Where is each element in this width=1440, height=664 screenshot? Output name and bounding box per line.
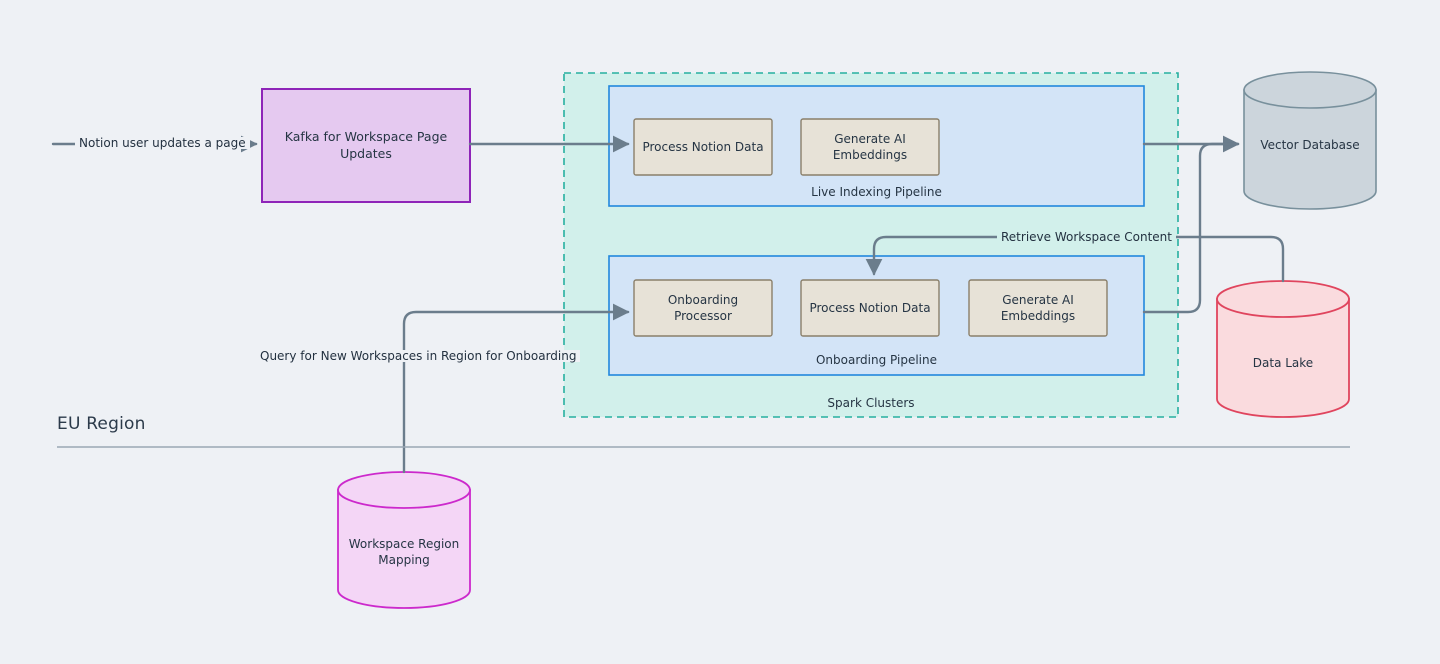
node-workspace-region-mapping-label: Workspace Region Mapping (348, 536, 460, 567)
group-onboarding-pipeline-label: Onboarding Pipeline (815, 352, 938, 367)
node-data-lake-label: Data Lake (1252, 355, 1314, 370)
group-spark-clusters-label: Spark Clusters (827, 395, 915, 410)
edge-label-query-new-workspaces: Query for New Workspaces in Region for O… (256, 350, 581, 362)
node-workspace-region-mapping[interactable] (337, 471, 471, 609)
edge-onboarding-pipeline-to-vector-db (1142, 142, 1240, 314)
node-onboarding-processor-label: Onboarding Processor (667, 292, 739, 323)
group-live-indexing-pipeline-label: Live Indexing Pipeline (811, 184, 942, 199)
node-live-process-notion-data[interactable] (633, 118, 773, 176)
edge-label-notion-user-updates: Notion user updates a page (75, 137, 250, 149)
edge-label-retrieve-workspace-content: Retrieve Workspace Content (997, 231, 1176, 243)
node-onboarding-generate-ai-embeddings[interactable] (968, 279, 1108, 337)
node-live-generate-ai-embeddings[interactable] (800, 118, 940, 176)
node-onboarding-generate-ai-embeddings-label: Generate AI Embeddings (1000, 292, 1076, 323)
node-kafka[interactable] (261, 88, 471, 203)
eu-region-title: EU Region (57, 414, 146, 434)
node-onboarding-process-notion-data[interactable] (800, 279, 940, 337)
node-vector-database[interactable] (1243, 71, 1377, 210)
edge-query-new-workspaces (402, 303, 630, 474)
node-kafka-label: Kafka for Workspace Page Updates (284, 128, 448, 161)
node-live-process-notion-data-label: Process Notion Data (642, 139, 764, 154)
node-vector-database-label: Vector Database (1260, 137, 1360, 152)
node-data-lake[interactable] (1216, 280, 1350, 418)
node-onboarding-processor[interactable] (633, 279, 773, 337)
node-live-generate-ai-embeddings-label: Generate AI Embeddings (832, 131, 908, 162)
node-onboarding-process-notion-data-label: Process Notion Data (809, 300, 931, 315)
